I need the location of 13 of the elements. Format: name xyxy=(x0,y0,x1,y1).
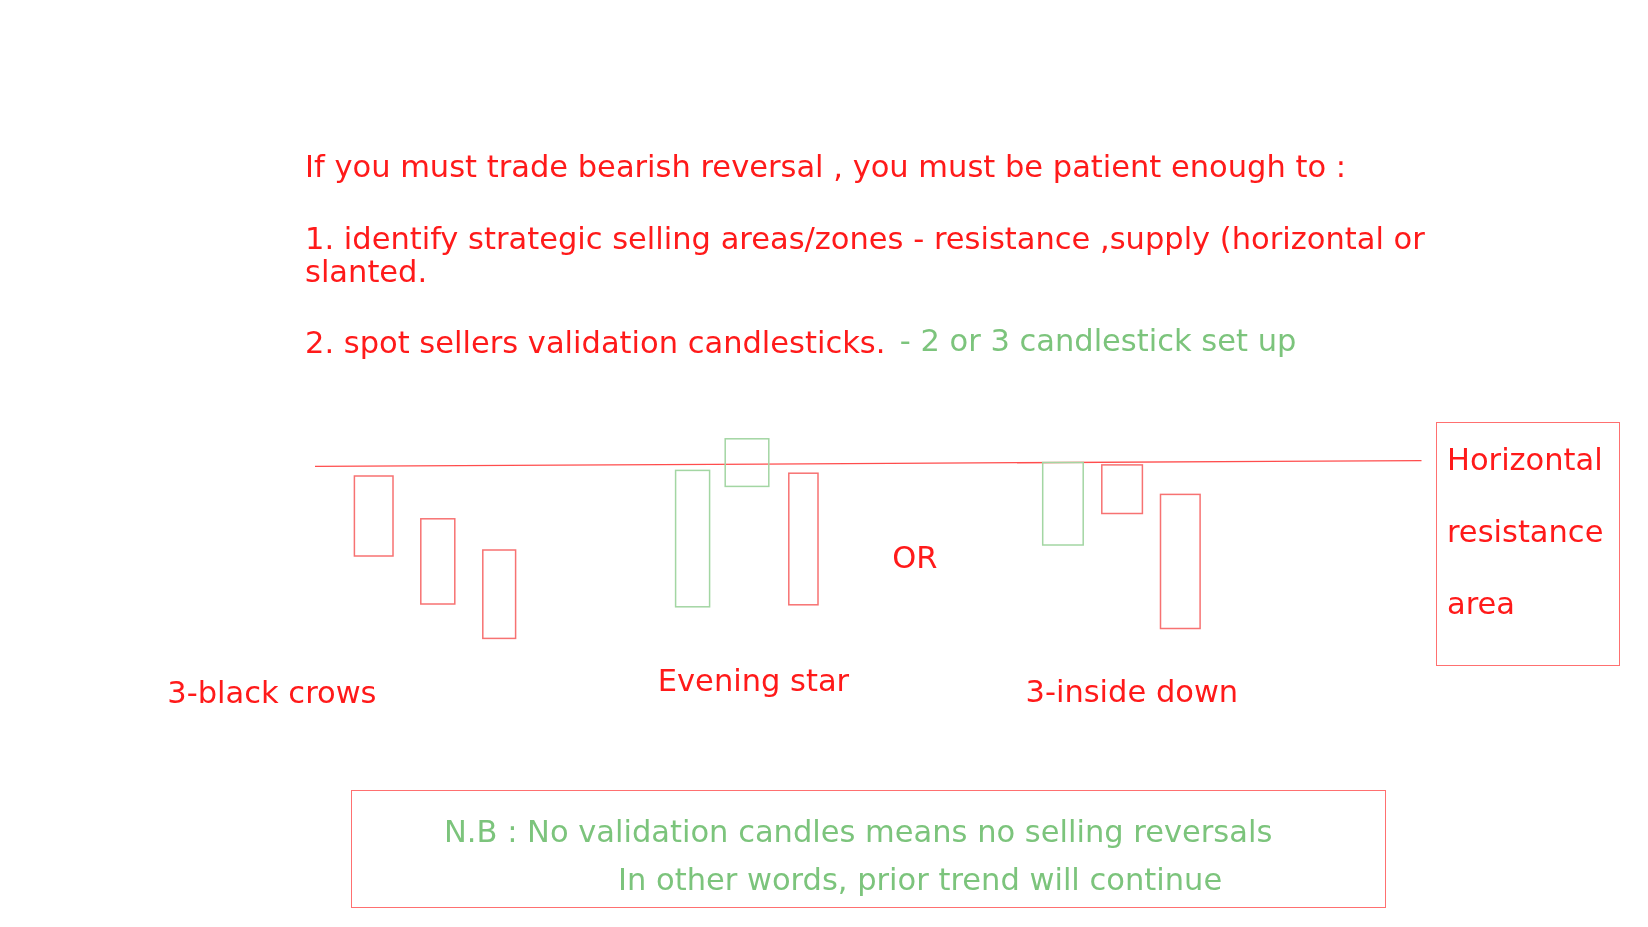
note-text: N.B : No validation candles means no selling reversals xyxy=(444,814,1273,851)
note-panel xyxy=(351,790,1386,908)
pattern-name: Evening star xyxy=(657,662,850,700)
note-text: In other words, prior trend will continue xyxy=(618,862,1223,899)
step-text: 2. spot sellers validation candlesticks. xyxy=(305,325,886,362)
callout-text: Horizontal resistance area xyxy=(1447,440,1605,623)
callout-panel xyxy=(1436,421,1620,666)
note-text: - 2 or 3 candlestick set up xyxy=(899,323,1297,360)
intro-text: If you must trade bearish reversal , you must be patient enough to : xyxy=(305,148,1347,186)
separator-text: OR xyxy=(892,540,938,577)
pattern-name: 3-inside down xyxy=(1025,673,1239,711)
step-text: 1. identify strategic selling areas/zones - resistance ,supply (horizontal or slanted. xyxy=(305,221,1426,288)
pattern-name: 3-black crows xyxy=(167,675,377,712)
